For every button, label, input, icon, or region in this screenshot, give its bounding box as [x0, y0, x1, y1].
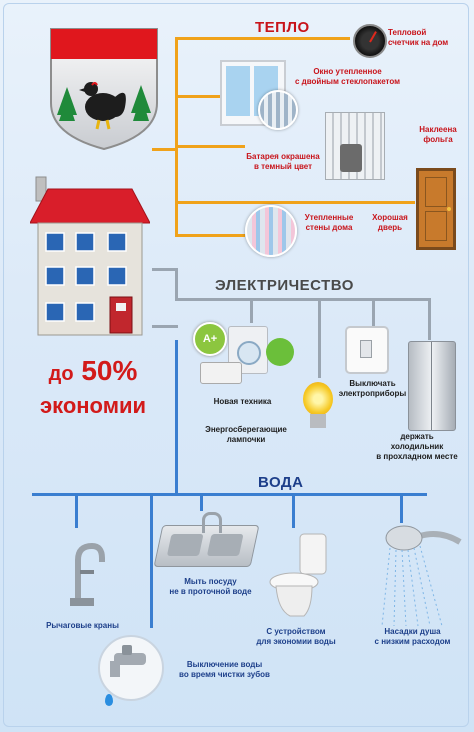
heat-meter-icon [353, 24, 387, 58]
savings-prefix: до [48, 363, 74, 385]
energy-saving-lamp-icon [303, 382, 333, 416]
water-line-vertical [175, 340, 178, 495]
heat-line-window [175, 95, 220, 98]
lever-faucet-icon [70, 542, 105, 606]
toilet-icon [269, 533, 327, 617]
lamp-base-icon [310, 414, 326, 428]
insulated-wall-icon [245, 205, 297, 257]
poster-frame [3, 3, 469, 727]
sink-label: Мыть посуду не в проточной воде [169, 577, 252, 596]
water-drop-icon [105, 694, 113, 706]
savings-headline: до 50% [18, 355, 168, 390]
house-illustration [30, 176, 150, 336]
savings-value: 50% [81, 355, 138, 386]
electricity-line-appliances [250, 298, 253, 323]
electricity-line-switch [372, 298, 375, 326]
electricity-line-house [152, 268, 176, 271]
shower-label: Насадки душа с низким расходом [374, 627, 451, 646]
electricity-section-title: ЭЛЕКТРИЧЕСТВО [215, 277, 354, 294]
coat-of-arms-emblem [50, 28, 158, 151]
electricity-line-vertical [175, 268, 178, 300]
window-glass-detail-icon [258, 90, 298, 130]
water-line-shower [400, 493, 403, 523]
appliances-label: Новая техника [213, 397, 272, 406]
shower-head-icon [381, 525, 462, 627]
tap-off-label: Выключение воды во время чистки зубов [179, 660, 270, 679]
fridge-icon [408, 341, 456, 431]
heat-line-walls [175, 234, 245, 237]
energy-class-badge: A+ [193, 322, 227, 356]
vacuum-cleaner-icon [266, 338, 294, 366]
heat-line-radiator [175, 145, 245, 148]
lamps-label: Энергосберегающие лампочки [205, 425, 287, 444]
walls-label: Утепленные стены дома [304, 213, 354, 232]
water-line-top [32, 493, 427, 496]
sink-tap-icon [202, 512, 222, 533]
water-line-sink [200, 493, 203, 511]
microwave-icon [200, 362, 242, 384]
door-label: Хорошая дверь [372, 213, 408, 232]
electricity-line-lamps [318, 298, 321, 378]
foil-label: Наклеена фольга [419, 125, 457, 144]
water-line-tap [150, 493, 153, 628]
heat-line-top [175, 37, 350, 40]
paint-can-icon [340, 144, 362, 172]
electricity-line-top [175, 298, 430, 301]
heat-section-title: ТЕПЛО [255, 19, 310, 36]
electricity-line-fridge [428, 298, 431, 340]
water-line-faucet [75, 493, 78, 528]
water-section-title: ВОДА [258, 474, 304, 491]
faucet-label: Рычаговые краны [46, 621, 119, 630]
savings-suffix: экономии [39, 393, 147, 418]
fridge-label: держать холодильник в прохладном месте [376, 432, 458, 461]
switch-label: Выключать электроприборы [338, 379, 407, 398]
heat-line-vertical [175, 37, 178, 237]
water-line-toilet [292, 493, 295, 528]
door-icon [416, 168, 456, 250]
heat-line-door [175, 201, 415, 204]
radiator-label: Батарея окрашена в темный цвет [246, 152, 320, 171]
light-switch-icon [345, 326, 389, 374]
window-label: Окно утепленное с двойным стеклопакетом [294, 67, 401, 86]
heat-line-house [152, 148, 178, 151]
heat-meter-label: Тепловой счетчик на дом [388, 28, 449, 47]
toilet-label: С устройством для экономии воды [256, 627, 336, 646]
tap-off-icon [98, 635, 164, 701]
electricity-line-house-2 [152, 325, 178, 328]
